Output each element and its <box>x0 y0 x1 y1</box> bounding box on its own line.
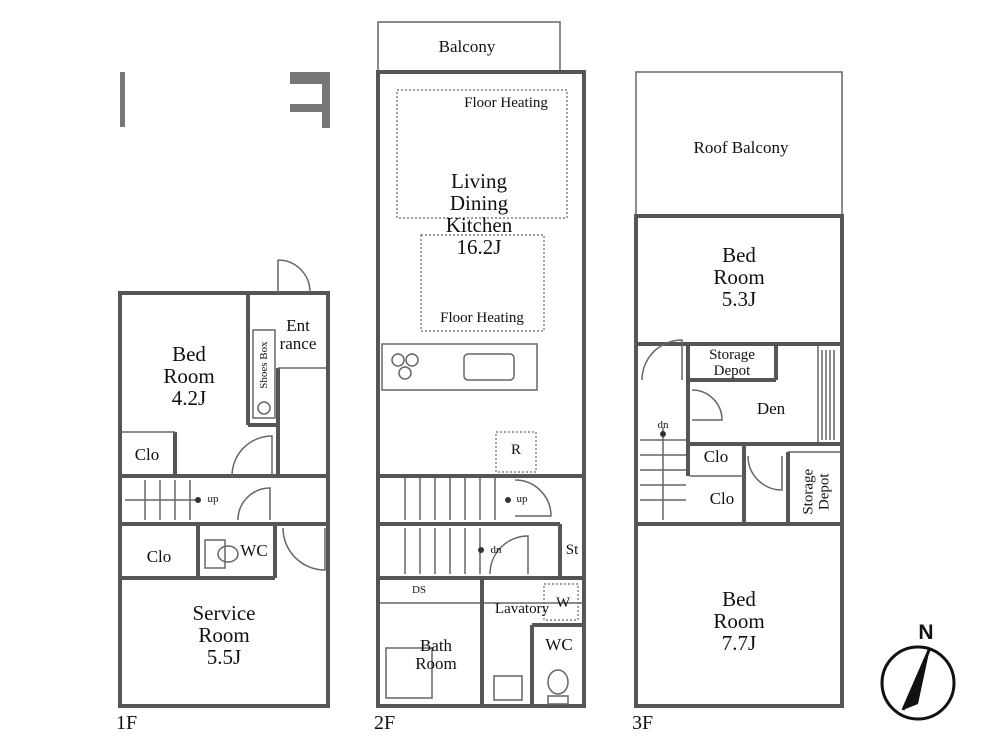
f2-fridge-label: R <box>510 442 521 458</box>
f2-floor-heating-bottom-label: Floor Heating <box>440 310 524 326</box>
f2-stair-up-label: up <box>516 493 528 505</box>
entrance-door <box>277 259 311 293</box>
stair-marker <box>195 497 201 503</box>
floor-2-label: 2F <box>374 712 396 734</box>
bathtub <box>385 647 433 699</box>
kitchen-counter <box>381 343 538 391</box>
f2-wc-label: WC <box>545 635 573 654</box>
door-swing <box>231 435 273 477</box>
f3-den-label: Den <box>756 399 786 418</box>
f3-closet-a-label: Clo <box>703 447 729 466</box>
floor-1-outline <box>118 291 330 708</box>
f2-ds-label: DS <box>411 584 427 596</box>
f2-storage-label: St <box>565 542 579 558</box>
floor-3-label: 3F <box>632 712 654 734</box>
f2-floor-heating-top-label: Floor Heating <box>464 95 548 111</box>
floor-heating-zone-bottom <box>420 234 545 332</box>
floor-heating-zone-top <box>396 89 568 219</box>
north-compass <box>880 645 956 721</box>
floor-1-plan <box>118 72 330 708</box>
fridge <box>495 431 537 473</box>
floor-2-plan <box>376 21 586 708</box>
f3-roof-balcony-label: Roof Balcony <box>693 138 789 157</box>
washer <box>543 583 579 621</box>
f3-stair-dn-label: dn <box>657 419 669 431</box>
f1-closet-b-label: Clo <box>146 547 172 566</box>
f1-wc-label: WC <box>240 541 268 560</box>
f1-shoes-box-label: Shoes Box <box>258 341 271 389</box>
floor-1-label: 1F <box>116 712 138 734</box>
f1-stair-up-label: up <box>207 493 219 505</box>
kitchen-sink <box>463 353 515 381</box>
f2-stair-dn-label: dn <box>490 544 502 556</box>
floor-3-plan <box>634 71 844 708</box>
f2-balcony-label: Balcony <box>438 37 496 56</box>
f1-closet-a-label: Clo <box>134 445 160 464</box>
f2-lavatory-label: Lavatory <box>494 601 550 617</box>
compass-north-label: N <box>918 621 934 644</box>
f2-washer-label: W <box>556 595 571 611</box>
f3-closet-b-label: Clo <box>709 489 735 508</box>
exterior-post <box>120 72 125 127</box>
floor-3-outline <box>634 214 844 708</box>
exterior-wall-fragment <box>290 72 330 128</box>
